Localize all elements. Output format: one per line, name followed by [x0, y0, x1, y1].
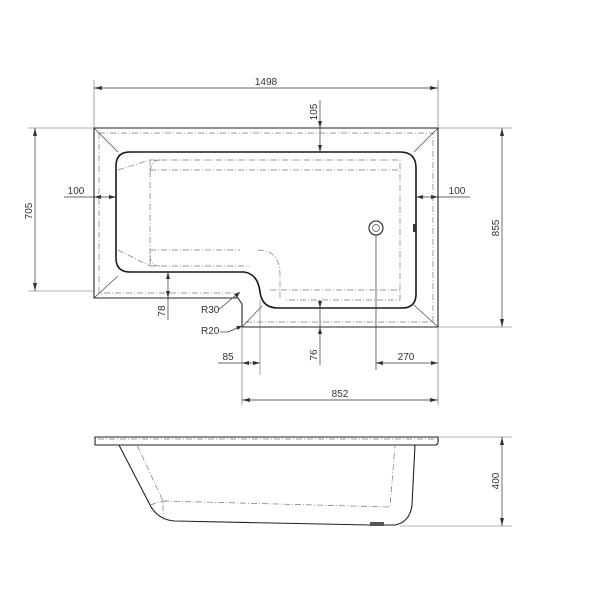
- corner-line: [93, 127, 119, 153]
- dim-wide-section-length: 852: [332, 389, 349, 400]
- dim-right-rim: 100: [449, 186, 466, 197]
- side-rim-outline: [94, 436, 439, 446]
- dim-step-offset: 85: [222, 352, 234, 363]
- plan-dimensions: 1498 105 705 100 100 855 78: [24, 77, 512, 405]
- waste-outlet-icon: [368, 220, 384, 236]
- dim-waste-offset: 270: [398, 352, 415, 363]
- corner-line: [413, 127, 439, 153]
- dim-rim-front-narrow: 78: [157, 305, 168, 317]
- dim-left-rim: 100: [68, 186, 85, 197]
- side-dimensions: 400: [400, 436, 512, 527]
- dim-rim-front-wide: 76: [309, 349, 320, 361]
- dim-overall-length: 1498: [255, 77, 278, 88]
- corner-line: [93, 275, 119, 299]
- plan-basin-outline: [115, 151, 417, 309]
- corner-line: [413, 304, 439, 328]
- waste-fitting-icon: [370, 522, 384, 526]
- dim-height: 400: [491, 472, 502, 489]
- dim-narrow-end-width: 705: [24, 202, 35, 219]
- basin-floor-hidden: [117, 159, 401, 301]
- side-hidden-lines: [136, 444, 396, 520]
- side-view: [94, 436, 439, 526]
- dim-radius-inner: R20: [201, 326, 220, 337]
- plan-outer-outline: [93, 127, 439, 328]
- basin-step-hidden: [149, 159, 281, 300]
- dim-overall-width: 855: [491, 219, 502, 236]
- dim-radius-outer: R30: [201, 305, 220, 316]
- side-body-outline: [118, 444, 416, 526]
- waste-outlet-inner: [372, 224, 380, 232]
- dim-rim-top-width: 105: [309, 103, 320, 120]
- overflow-icon: [413, 224, 416, 232]
- corner-line: [241, 305, 263, 328]
- plan-view: [93, 127, 439, 328]
